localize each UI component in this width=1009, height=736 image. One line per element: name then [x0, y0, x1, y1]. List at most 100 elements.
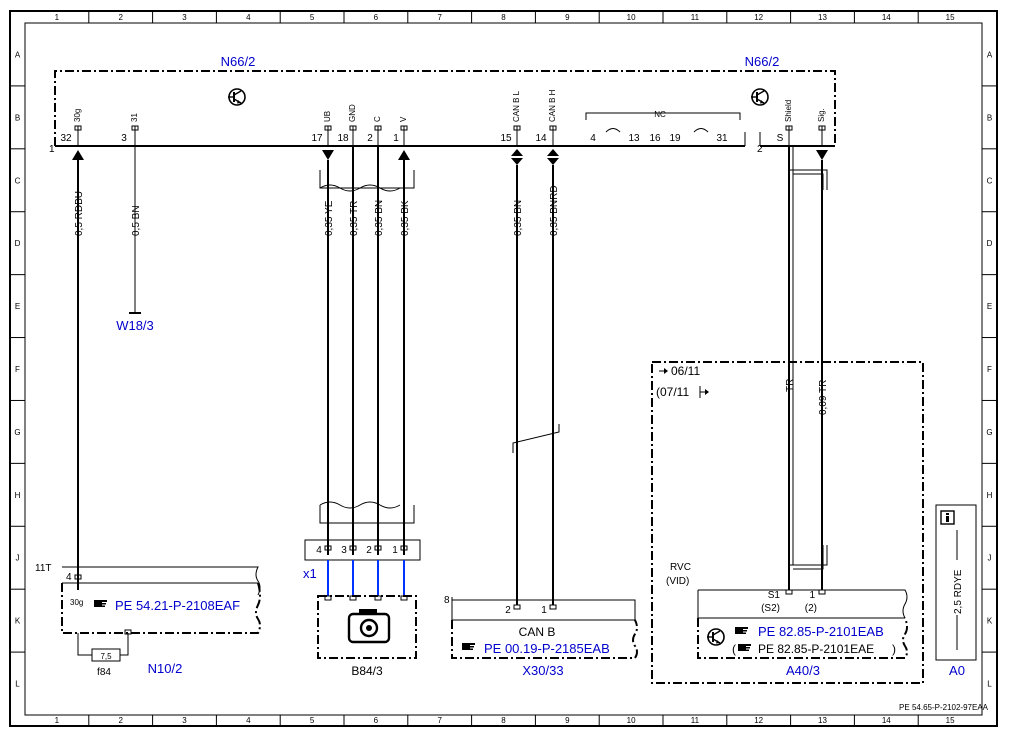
- n66-pin-markers: [74, 125, 826, 146]
- row-label-left: C: [15, 176, 21, 185]
- column-label-bottom: 13: [818, 716, 827, 725]
- a0-label: A0: [949, 663, 965, 678]
- column-label-top: 5: [310, 13, 315, 22]
- column-label-top: 2: [118, 13, 123, 22]
- x1-pin-2: 2: [366, 545, 372, 556]
- wire-label-rdbu: 0,5 RDBU: [74, 191, 85, 236]
- drawing-frame: [9, 10, 998, 727]
- pin-number-3: 3: [121, 133, 127, 144]
- date-until-0611: 06/11: [671, 364, 700, 378]
- wire-label-bn-035: 0,35 BN: [374, 200, 385, 236]
- b84-label: B84/3: [351, 664, 383, 678]
- column-label-bottom: 14: [882, 716, 891, 725]
- n10-pin-4: 4: [66, 572, 72, 583]
- row-label-right: B: [987, 113, 992, 122]
- vid-label: (VID): [666, 576, 689, 587]
- a40-pin-s2: (S2): [761, 603, 780, 614]
- column-label-bottom: 10: [627, 716, 636, 725]
- date-from-0711: (07/11: [656, 385, 689, 399]
- column-label-bottom: 4: [246, 716, 251, 725]
- row-label-left: B: [15, 113, 20, 122]
- n10-connector-11t: 11T: [35, 563, 52, 574]
- a40-region: [651, 361, 924, 684]
- a40-pin-2: (2): [805, 603, 817, 614]
- pin-number-18: 18: [337, 133, 349, 144]
- pin-name-31: 31: [130, 113, 139, 122]
- column-label-top: 10: [627, 13, 636, 22]
- pointing-hand-icon: [738, 644, 751, 651]
- pin-number-15: 15: [500, 133, 512, 144]
- x1-connector: [304, 539, 421, 561]
- column-label-top: 14: [882, 13, 891, 22]
- column-label-bottom: 8: [501, 716, 506, 725]
- x30-connector-8: 8: [444, 595, 450, 606]
- column-label-bottom: 2: [118, 716, 123, 725]
- x30-can-connector: [451, 597, 638, 659]
- pin-number-16: 16: [649, 133, 661, 144]
- column-label-top: 12: [754, 13, 763, 22]
- pin-name-can-b-h: CAN B H: [548, 89, 557, 122]
- n10-pin-30g: 30g: [70, 598, 83, 607]
- wire-label-can-bn: 0,35 BN: [513, 200, 524, 236]
- x30-reference: PE 00.19-P-2185EAB: [484, 641, 610, 656]
- transistor-icon: [706, 628, 725, 646]
- nc-jumpers: [605, 128, 709, 133]
- pointing-hand-icon: [735, 627, 748, 634]
- row-label-right: L: [987, 680, 992, 689]
- row-label-left: A: [15, 50, 21, 59]
- a40-reference-1: PE 82.85-P-2101EAB: [758, 624, 884, 639]
- column-label-bottom: 6: [374, 716, 379, 725]
- nc-bracket: [585, 112, 741, 120]
- row-label-right: A: [987, 50, 993, 59]
- harness-sleeve-breaks: [319, 170, 415, 524]
- connector-2-label: 2: [757, 144, 763, 155]
- n66-label-left: N66/2: [221, 54, 256, 69]
- column-label-bottom: 15: [946, 716, 955, 725]
- row-label-left: F: [15, 365, 20, 374]
- a40-label: A40/3: [786, 663, 820, 678]
- pin-number-1: 1: [393, 133, 399, 144]
- pointing-hand-icon: [94, 600, 107, 607]
- row-label-left: H: [15, 491, 21, 500]
- row-label-left: J: [16, 554, 20, 563]
- pin-name-sig: Sig.: [817, 108, 826, 122]
- column-label-top: 3: [182, 13, 187, 22]
- row-label-left: L: [15, 680, 20, 689]
- pin-number-31: 31: [716, 133, 728, 144]
- transistor-icon: [227, 88, 246, 106]
- pin-name-shield: Shield: [784, 100, 793, 122]
- wire-label-ye: 0,35 YE: [324, 200, 335, 236]
- column-label-bottom: 12: [754, 716, 763, 725]
- pin-name-30g: 30g: [73, 109, 82, 122]
- wires: [77, 146, 823, 605]
- pin-number-2: 2: [367, 133, 373, 144]
- column-label-top: 7: [437, 13, 442, 22]
- wire-label-bn-05: 0,5 BN: [131, 205, 142, 236]
- b84-blue-wires: [327, 560, 405, 596]
- column-label-bottom: 5: [310, 716, 315, 725]
- wire-label-tr: 0,35 TR: [349, 201, 360, 236]
- column-ticks: [88, 11, 919, 726]
- column-label-top: 1: [55, 13, 60, 22]
- a40-reference-2-close: ): [892, 642, 896, 656]
- x1-pin-1: 1: [392, 545, 398, 556]
- pin-name-gnd: GND: [348, 104, 357, 122]
- x30-pin-1: 1: [541, 605, 547, 616]
- pin-name-ub: UB: [323, 111, 332, 122]
- column-label-bottom: 9: [565, 716, 570, 725]
- row-label-right: C: [987, 176, 993, 185]
- fuse-f84-label: f84: [97, 667, 111, 678]
- pin-name-c: C: [373, 116, 382, 122]
- transistor-icon: [750, 88, 769, 106]
- w18-label: W18/3: [116, 318, 154, 333]
- fuse-value: 7,5: [100, 652, 112, 661]
- pin-number-32: 32: [60, 133, 72, 144]
- x30-pin-2: 2: [505, 605, 511, 616]
- row-label-left: D: [15, 239, 21, 248]
- row-label-right: E: [987, 302, 992, 311]
- column-label-top: 6: [374, 13, 379, 22]
